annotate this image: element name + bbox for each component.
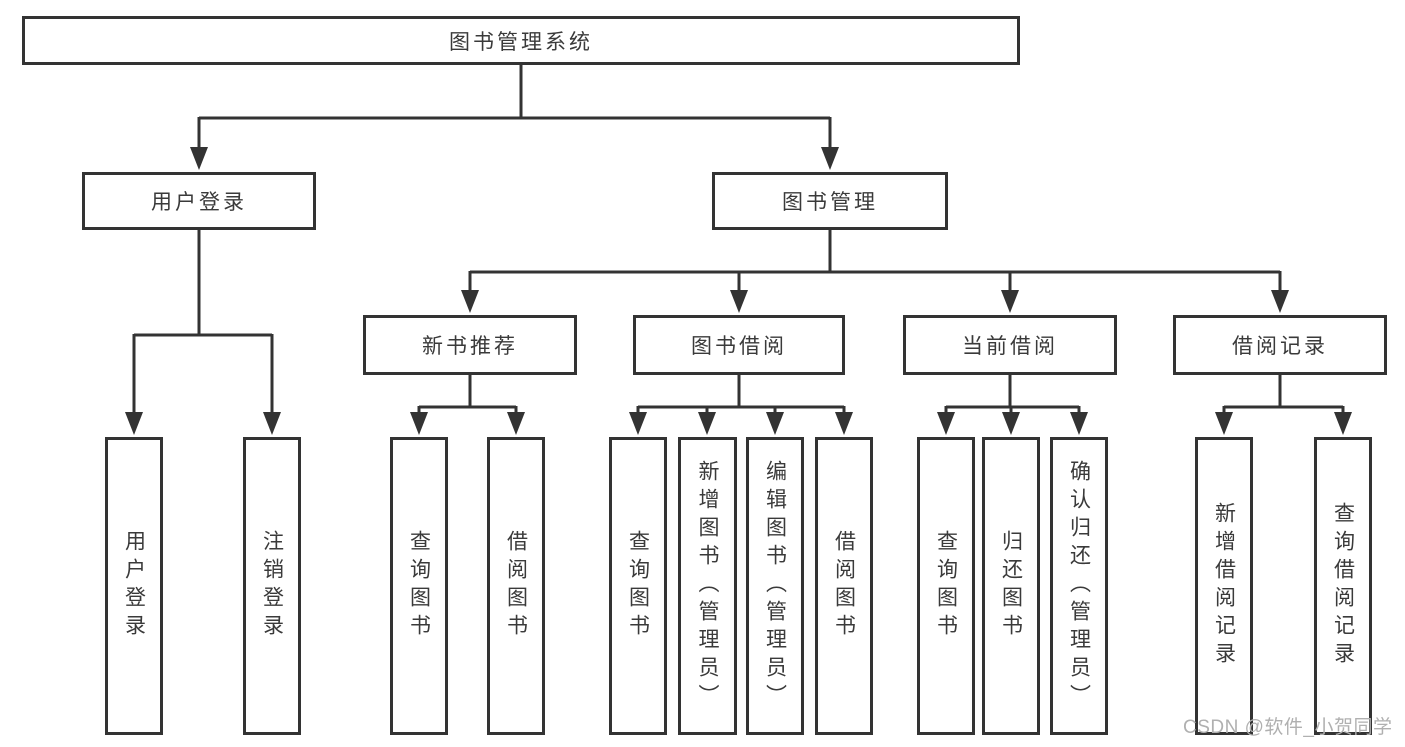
- leaf-user-login-label: 用户登录: [122, 530, 146, 642]
- leaf-logout: 注销登录: [243, 437, 301, 735]
- arrow-icon: [766, 412, 784, 435]
- leaf-bb-borrow-books-label: 借阅图书: [832, 530, 856, 642]
- leaf-br-add-record: 新增借阅记录: [1195, 437, 1253, 735]
- node-book-borrow: 图书借阅: [633, 315, 845, 375]
- arrow-icon: [190, 147, 208, 170]
- arrow-icon: [937, 412, 955, 435]
- leaf-nbr-borrow-books: 借阅图书: [487, 437, 545, 735]
- leaf-cb-query-books: 查询图书: [917, 437, 975, 735]
- arrow-icon: [1215, 412, 1233, 435]
- leaf-bb-query-books-label: 查询图书: [626, 530, 650, 642]
- node-new-book-recommend-label: 新书推荐: [422, 335, 518, 358]
- node-book-management: 图书管理: [712, 172, 948, 230]
- arrow-icon: [125, 412, 143, 435]
- leaf-nbr-query-books-label: 查询图书: [407, 530, 431, 642]
- leaf-cb-query-books-label: 查询图书: [934, 530, 958, 642]
- leaf-user-login: 用户登录: [105, 437, 163, 735]
- arrow-icon: [1334, 412, 1352, 435]
- node-root-label: 图书管理系统: [449, 30, 593, 54]
- leaf-bb-borrow-books: 借阅图书: [815, 437, 873, 735]
- node-root: 图书管理系统: [22, 16, 1020, 65]
- leaf-br-query-record-label: 查询借阅记录: [1331, 502, 1355, 670]
- leaf-bb-edit-books-admin: 编辑图书（管理员）: [746, 437, 804, 735]
- arrow-icon: [698, 412, 716, 435]
- arrow-icon: [1070, 412, 1088, 435]
- arrow-icon: [835, 412, 853, 435]
- node-book-management-label: 图书管理: [782, 191, 878, 214]
- arrow-icon: [263, 412, 281, 435]
- node-borrow-records: 借阅记录: [1173, 315, 1387, 375]
- arrow-icon: [1001, 290, 1019, 313]
- node-current-borrow-label: 当前借阅: [962, 335, 1058, 358]
- arrow-icon: [821, 147, 839, 170]
- leaf-bb-edit-books-admin-label: 编辑图书（管理员）: [763, 460, 787, 712]
- node-user-login: 用户登录: [82, 172, 316, 230]
- leaf-cb-confirm-return-admin-label: 确认归还（管理员）: [1067, 460, 1091, 712]
- leaf-nbr-borrow-books-label: 借阅图书: [504, 530, 528, 642]
- arrow-icon: [1271, 290, 1289, 313]
- leaf-cb-return-books: 归还图书: [982, 437, 1040, 735]
- node-new-book-recommend: 新书推荐: [363, 315, 577, 375]
- arrow-icon: [410, 412, 428, 435]
- arrow-icon: [507, 412, 525, 435]
- node-borrow-records-label: 借阅记录: [1232, 335, 1328, 358]
- leaf-logout-label: 注销登录: [260, 530, 284, 642]
- leaf-cb-return-books-label: 归还图书: [999, 530, 1023, 642]
- arrowheads: [125, 147, 1352, 435]
- leaf-bb-query-books: 查询图书: [609, 437, 667, 735]
- arrow-icon: [730, 290, 748, 313]
- leaf-cb-confirm-return-admin: 确认归还（管理员）: [1050, 437, 1108, 735]
- leaf-bb-add-books-admin: 新增图书（管理员）: [678, 437, 737, 735]
- node-user-login-label: 用户登录: [151, 191, 247, 214]
- leaf-nbr-query-books: 查询图书: [390, 437, 448, 735]
- csdn-watermark: CSDN @软件_小贺同学: [1183, 717, 1393, 738]
- leaf-br-add-record-label: 新增借阅记录: [1212, 502, 1236, 670]
- arrow-icon: [629, 412, 647, 435]
- leaf-bb-add-books-admin-label: 新增图书（管理员）: [696, 460, 719, 712]
- leaf-br-query-record: 查询借阅记录: [1314, 437, 1372, 735]
- node-current-borrow: 当前借阅: [903, 315, 1117, 375]
- node-book-borrow-label: 图书借阅: [691, 335, 787, 358]
- arrow-icon: [1002, 412, 1020, 435]
- arrow-icon: [461, 290, 479, 313]
